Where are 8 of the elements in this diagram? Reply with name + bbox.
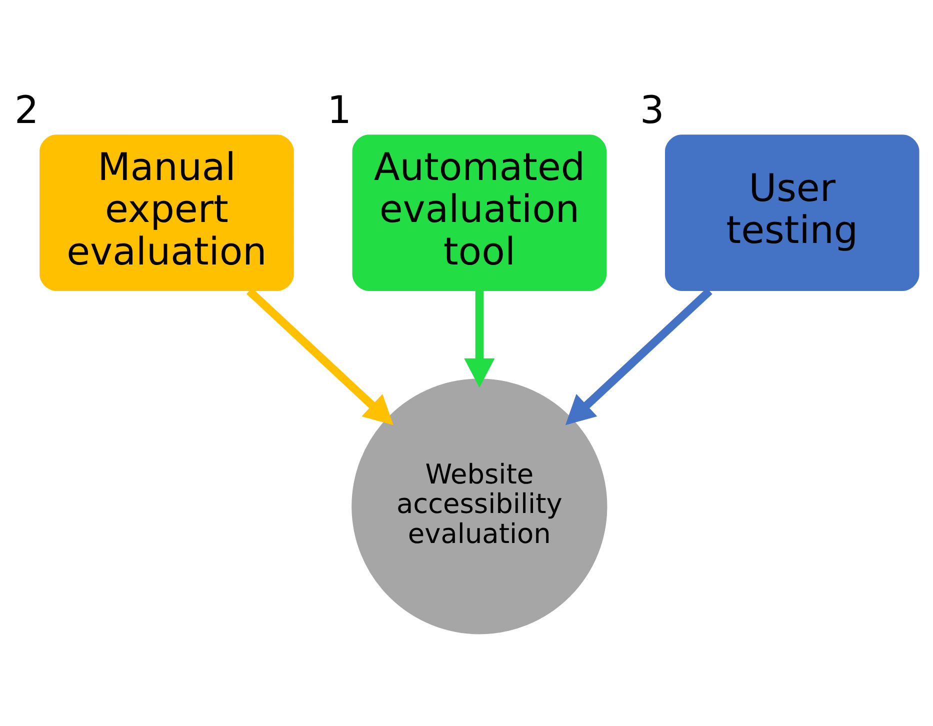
node-label: 1	[327, 88, 352, 132]
node-label: 3	[640, 88, 664, 132]
node-label: 2	[14, 88, 39, 132]
node-box: Automated evaluation tool	[352, 134, 607, 291]
node-box: Manual expert evaluation	[40, 134, 294, 291]
node-circle: Website accessibility evaluation	[352, 378, 608, 634]
arrow	[464, 290, 495, 388]
node-box: User testing	[665, 134, 920, 291]
